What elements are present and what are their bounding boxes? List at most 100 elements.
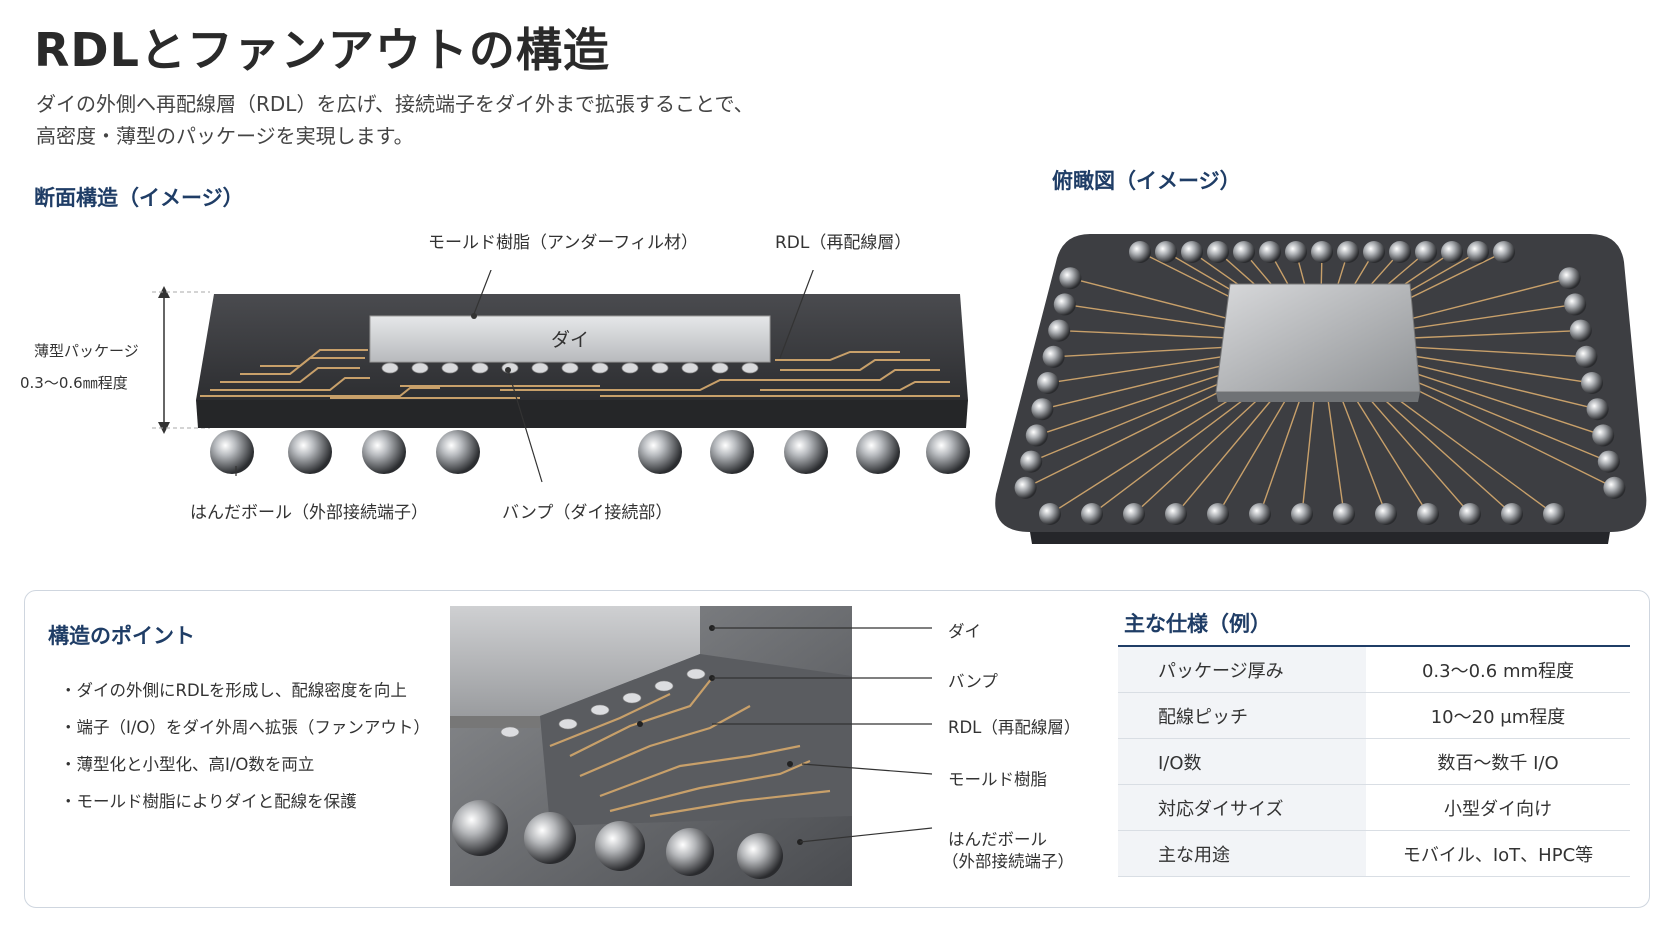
solder-ball <box>1048 319 1071 342</box>
solder-ball <box>1501 503 1523 525</box>
rdl-trace <box>1396 352 1593 384</box>
solder-ball <box>1441 241 1463 263</box>
rdl-trace <box>1373 389 1513 515</box>
rdl-trace <box>1349 389 1429 515</box>
cross-section-heading: 断面構造（イメージ） <box>34 186 244 210</box>
rdl-trace <box>1217 389 1293 515</box>
spec-value: モバイル、IoT、HPC等 <box>1366 830 1630 877</box>
solder-ball <box>1415 241 1437 263</box>
solder-ball <box>1059 267 1082 290</box>
point-item: 端子（I/O）をダイ外周へ拡張（ファンアウト） <box>60 709 430 746</box>
rdl-trace <box>1392 329 1581 340</box>
solder-ball <box>1081 503 1103 525</box>
rdl-trace <box>1036 367 1241 437</box>
rdl-trace <box>1064 303 1249 333</box>
points-heading: 構造のポイント <box>48 624 195 648</box>
rdl-trace <box>1385 389 1555 515</box>
detail-closeup <box>450 606 852 886</box>
solder-ball <box>1389 241 1411 263</box>
rdl-trace <box>1070 277 1251 325</box>
rdl-trace <box>1042 360 1243 410</box>
solder-ball <box>1291 503 1313 525</box>
rdl-trace <box>1053 345 1246 358</box>
solder-ball <box>1592 424 1615 447</box>
spec-key: 主な用途 <box>1118 830 1366 877</box>
spec-key: 配線ピッチ <box>1118 692 1366 739</box>
solder-ball <box>1543 503 1565 525</box>
solder-ball <box>1155 241 1177 263</box>
rdl-trace <box>1397 360 1598 410</box>
rdl-trace <box>1047 352 1244 384</box>
solder-ball <box>1417 503 1439 525</box>
solder-ball-label: はんだボール（外部接続端子） <box>190 503 428 523</box>
top-view-diagram <box>995 234 1647 544</box>
solder-ball <box>1558 267 1581 290</box>
rdl-traces <box>200 349 960 399</box>
rdl-trace <box>1394 345 1587 358</box>
mold-label: モールド樹脂（アンダーフィル材） <box>428 233 698 253</box>
solder-ball <box>1025 424 1048 447</box>
solder-ball <box>1181 241 1203 263</box>
cross-section-diagram: ダイ <box>152 270 970 483</box>
rdl-label: RDL（再配線層） <box>775 233 912 253</box>
die <box>369 315 771 363</box>
solder-ball <box>1053 293 1076 316</box>
page-title: RDLとファンアウトの構造 <box>34 23 610 77</box>
rdl-trace <box>1399 367 1604 437</box>
solder-ball <box>1311 241 1333 263</box>
rdl-trace <box>1133 389 1269 515</box>
solder-ball <box>1586 398 1609 421</box>
solder-ball <box>1123 503 1145 525</box>
solder-balls <box>210 430 970 474</box>
points-list: ダイの外側にRDLを形成し、配線密度を向上 端子（I/O）をダイ外周へ拡張（ファ… <box>60 672 430 820</box>
spec-key: パッケージ厚み <box>1118 645 1366 693</box>
table-row: I/O数数百〜数千 I/O <box>1118 738 1630 785</box>
rdl-trace <box>1391 303 1576 333</box>
top-view-die <box>1215 283 1421 393</box>
solder-ball <box>1285 241 1307 263</box>
subtitle-line-1: ダイの外側へ再配線層（RDL）を広げ、接続端子をダイ外まで拡張することで、 <box>36 92 754 116</box>
rdl-trace <box>1400 374 1610 463</box>
spec-value: 0.3〜0.6 mm程度 <box>1366 645 1630 693</box>
solder-ball <box>1037 372 1059 394</box>
spec-value: 小型ダイ向け <box>1366 784 1630 831</box>
rdl-trace <box>1049 389 1245 515</box>
solder-ball <box>1363 241 1385 263</box>
thickness-label-1: 薄型パッケージ <box>34 342 139 360</box>
solder-ball <box>1020 450 1043 473</box>
solder-ball <box>1207 241 1229 263</box>
spec-key: I/O数 <box>1118 738 1366 785</box>
rdl-trace <box>1361 389 1471 515</box>
top-view-heading: 俯瞰図（イメージ） <box>1052 169 1241 193</box>
point-item: モールド樹脂によりダイと配線を保護 <box>60 783 430 820</box>
solder-ball <box>1207 503 1229 525</box>
detail-label-die: ダイ <box>948 622 981 641</box>
solder-ball <box>1597 450 1620 473</box>
solder-ball <box>1467 241 1489 263</box>
solder-ball <box>1603 476 1626 499</box>
solder-ball <box>1014 476 1037 499</box>
solder-ball <box>1039 503 1061 525</box>
rdl-trace <box>1091 389 1257 515</box>
rdl-trace <box>1175 389 1281 515</box>
die-label: ダイ <box>551 329 589 351</box>
solder-ball <box>1569 319 1592 342</box>
solder-ball <box>1259 241 1281 263</box>
rdl-trace <box>1389 277 1570 325</box>
solder-ball <box>1581 372 1603 394</box>
detail-label-rdl: RDL（再配線層） <box>948 718 1081 737</box>
solder-ball <box>1564 293 1587 316</box>
table-row: 対応ダイサイズ小型ダイ向け <box>1118 784 1630 831</box>
solder-ball <box>1493 241 1515 263</box>
solder-ball <box>1333 503 1355 525</box>
solder-ball <box>1459 503 1481 525</box>
page-subtitle: ダイの外側へ再配線層（RDL）を広げ、接続端子をダイ外まで拡張することで、 高密… <box>36 88 936 152</box>
rdl-trace <box>1259 389 1304 515</box>
detail-label-bump: バンプ <box>948 672 998 691</box>
spec-value: 10〜20 μm程度 <box>1366 692 1630 739</box>
point-item: 薄型化と小型化、高I/O数を両立 <box>60 746 430 783</box>
solder-ball <box>1031 398 1054 421</box>
spec-value: 数百〜数千 I/O <box>1366 738 1630 785</box>
